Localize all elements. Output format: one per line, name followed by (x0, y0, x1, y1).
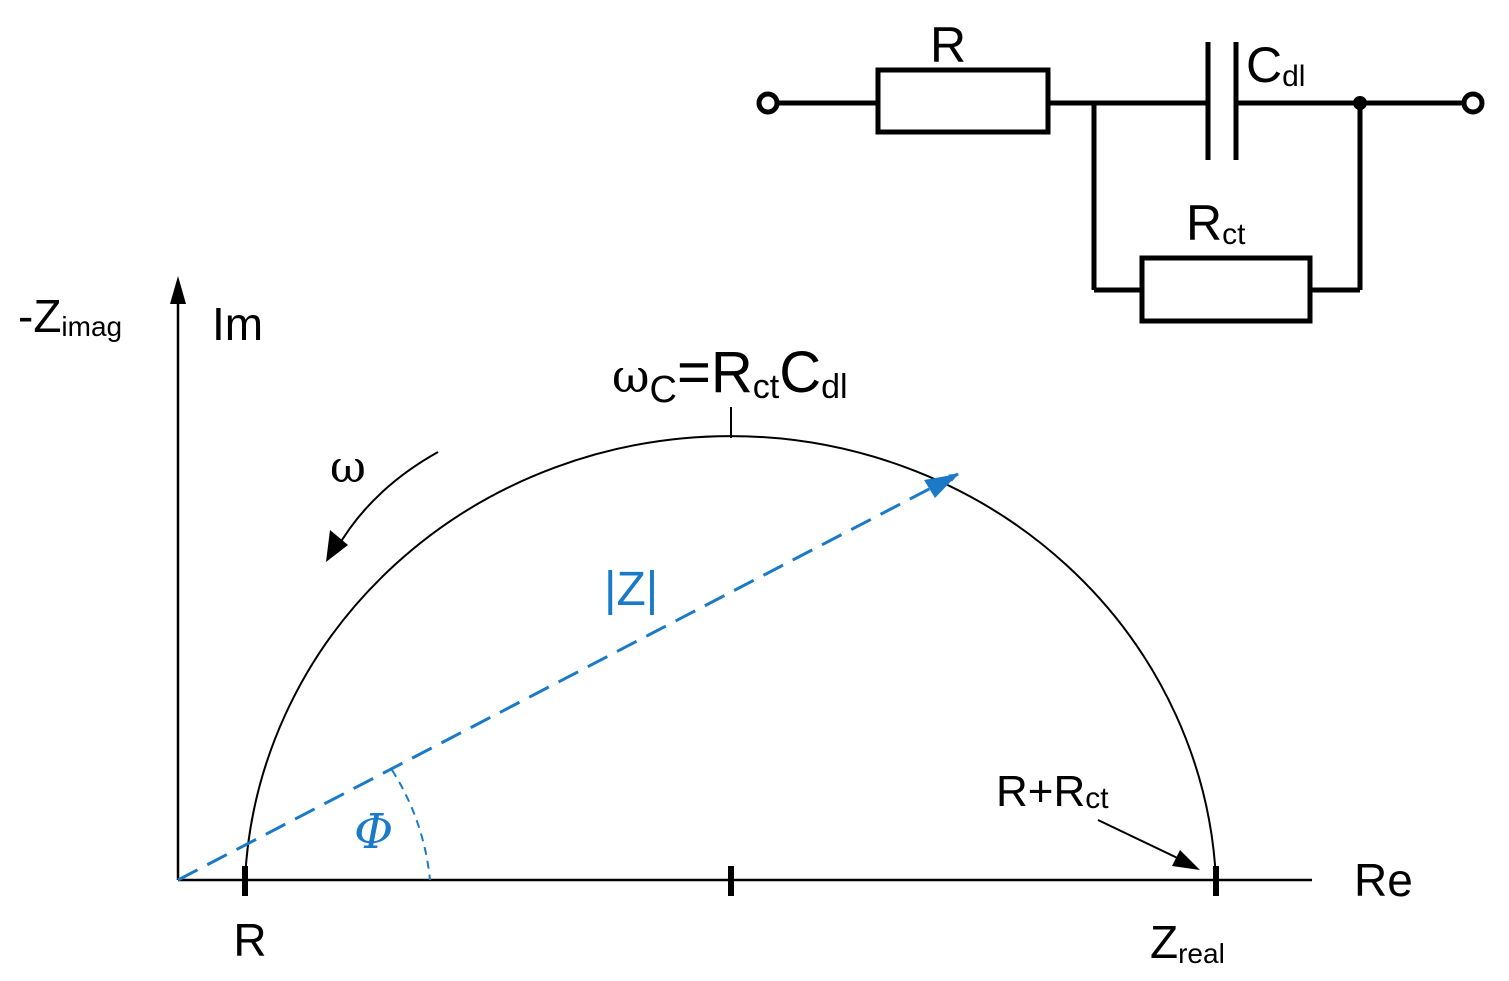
magnitude-label: |Z| (604, 563, 658, 616)
omega-direction-curve (335, 451, 439, 551)
charge-resistor-label: Rct (1186, 195, 1246, 251)
terminal-left (756, 91, 780, 115)
capacitor-label: Cdl (1246, 37, 1305, 93)
tick-r-label: R (233, 914, 266, 966)
r-plus-rct-arrow-icon (1172, 850, 1200, 870)
y-axis-label: -Zimag (18, 290, 122, 342)
phase-label: Φ (354, 804, 393, 860)
r-plus-rct-pointer (1097, 819, 1191, 865)
axes (176, 300, 1312, 882)
r-plus-rct-label: R+Rct (996, 767, 1109, 816)
resistor-r (875, 67, 1051, 135)
y-axis-arrow-icon (170, 276, 186, 304)
equivalent-circuit (756, 42, 1485, 324)
impedance-vector (177, 472, 959, 882)
x-axis-name: Re (1354, 854, 1413, 906)
omega-label: ω (330, 442, 366, 493)
x-axis-end-label: Zreal (1150, 916, 1225, 969)
terminal-right (1461, 91, 1485, 115)
phase-angle-arc (391, 769, 431, 881)
omega-arrow-icon (326, 530, 348, 562)
y-axis-name: Im (212, 298, 263, 350)
peak-frequency-label: ωC=RctCdl (612, 340, 848, 411)
impedance-vector-arrow-icon (924, 474, 958, 498)
resistor-r-label: R (930, 17, 966, 73)
resistor-rct (1139, 255, 1313, 324)
